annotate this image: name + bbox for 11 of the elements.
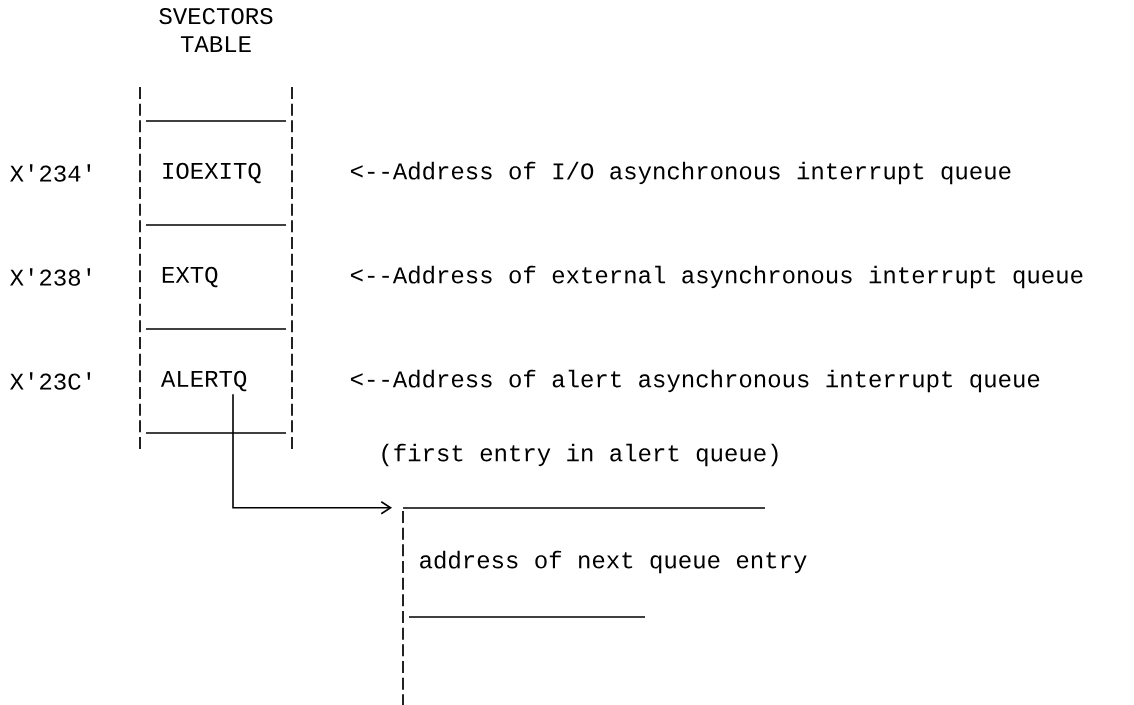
table-cell: ALERTQ: [160, 370, 247, 392]
arrow: [232, 393, 393, 515]
table-cell: IOEXITQ: [163, 162, 261, 184]
field-description: <--Address of alert asynchronous interrupt queue: [350, 369, 1040, 393]
queue-entry-box: (first entry in alert queue) address of next queue entry: [382, 443, 807, 705]
offset-label: X'234': [10, 164, 91, 182]
table-cell: EXTQ: [162, 266, 218, 288]
field-description: <--Address of external asynchronous interrupt queue: [350, 265, 1083, 289]
field-description: <--Address of I/O asynchronous interrupt queue: [350, 161, 1011, 185]
offset-label: X'23C': [10, 372, 91, 390]
offset-label: X'238': [10, 268, 91, 286]
